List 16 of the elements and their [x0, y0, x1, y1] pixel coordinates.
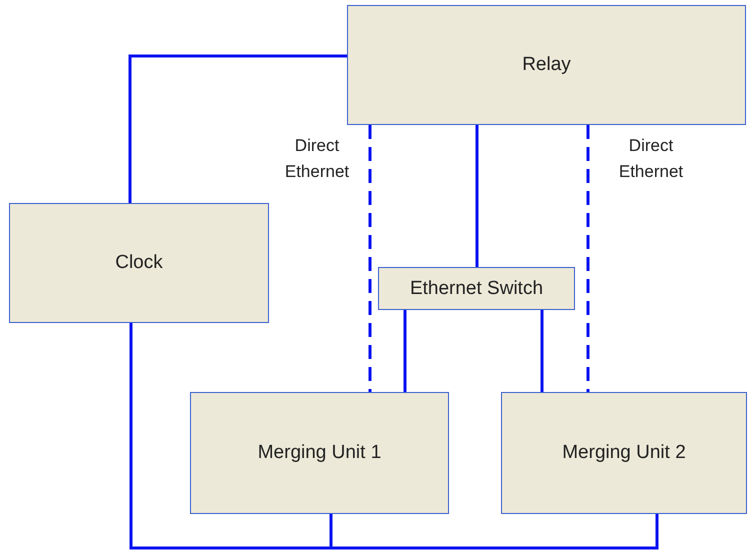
process-box — [501, 392, 747, 514]
process-box — [347, 5, 746, 125]
connector-line — [368, 125, 372, 392]
box-label: Ethernet Switch — [410, 276, 544, 300]
box-label: Relay — [522, 53, 571, 77]
box-label: Clock — [115, 251, 163, 275]
box-label: Merging Unit 2 — [562, 441, 686, 465]
process-box — [190, 392, 449, 514]
connector-line — [404, 310, 406, 392]
connector-line — [586, 125, 590, 392]
connector-line — [128, 54, 347, 203]
process-box — [378, 267, 575, 310]
box-label: Merging Unit 1 — [258, 441, 382, 465]
connector-line — [476, 125, 478, 267]
connector-line — [540, 310, 544, 392]
process-box — [9, 203, 269, 323]
